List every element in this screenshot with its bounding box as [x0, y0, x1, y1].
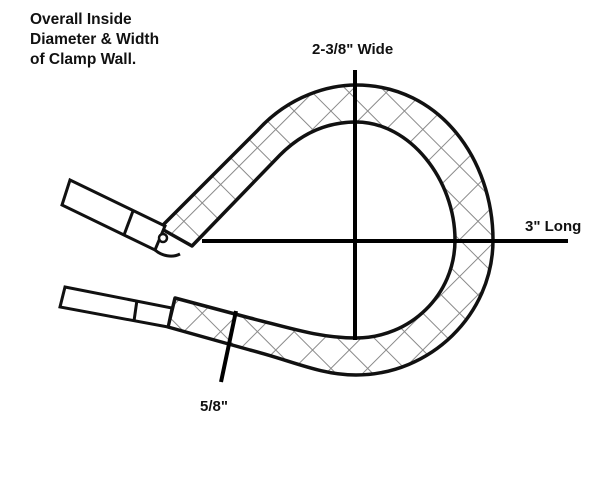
clamp-cushion-body: [158, 83, 495, 377]
lower-mounting-tab: [58, 285, 174, 329]
wall-width-dimension-label: 5/8": [200, 398, 228, 415]
wall-width-dimension-line: [219, 310, 238, 383]
upper-mounting-tab: [60, 177, 181, 258]
diagram-title: Overall Inside Diameter & Width of Clamp…: [30, 11, 160, 68]
width-dimension-label: 2-3/8" Wide: [312, 41, 394, 58]
length-dimension-label: 3" Long: [525, 218, 582, 235]
